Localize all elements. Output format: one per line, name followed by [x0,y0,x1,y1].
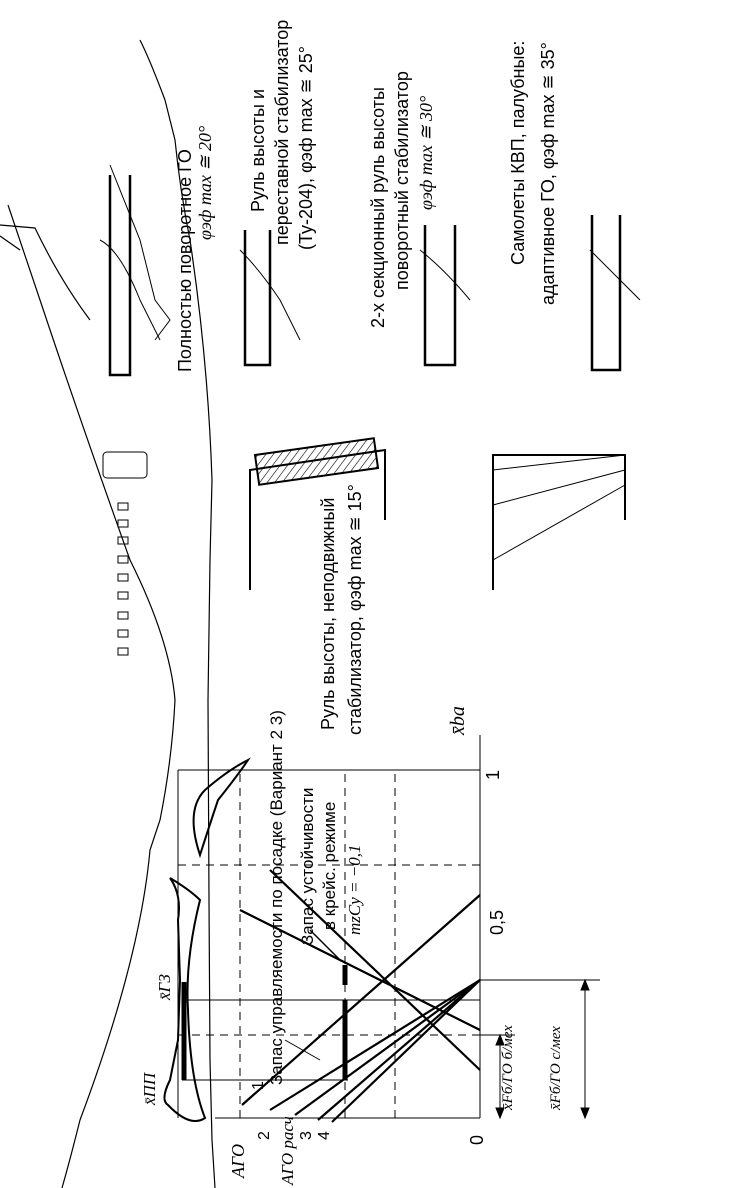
fixed-stabilizer-planform [249,437,386,590]
label-a-go: AГО [228,1144,248,1178]
label-2sec-2: поворотный стабилизатор [392,71,412,290]
label-x-gz: x̄ГЗ [155,974,174,1000]
tail-planforms [99,164,641,377]
chart-grid [177,735,481,1119]
label-fixed-2: стабилизатор, φэф max ≅ 15° [345,484,365,735]
line-label-4: 4 [316,1131,333,1140]
cruise-leader [309,929,341,961]
wing-profile [163,757,251,1122]
label-fixed-1: Руль высоты, неподвижный [318,497,338,730]
label-a-go-calc: AГО расч [278,1116,297,1185]
axis-label-x: x̄ba [447,706,469,735]
label-2sec-1: 2-х секционный руль высоты [368,87,388,328]
label-trim-1: Руль высоты и [248,88,268,212]
landing-leader [284,1039,321,1061]
label-cruise-2: в крейс. режиме [320,801,339,930]
label-x-pp: x̄ПП [140,1072,159,1105]
line-label-1: 1 [250,1081,267,1090]
label-2sec-phi: φэф max ≅ 30° [416,95,436,210]
fuselage-outline [0,39,216,1188]
label-trim-2: переставной стабилизатор [272,19,292,245]
tick-0: 0 [467,1134,487,1145]
line-label-3: 3 [298,1131,315,1140]
tick-1: 1 [483,769,503,780]
label-cruise-1: Запас устойчивости [298,787,317,945]
label-xf-mech: x̄Fб/ГО с/мех [548,1026,564,1110]
label-kvp-2: адаптивное ГО, φэф max ≅ 35° [538,42,558,305]
line-label-2: 2 [256,1131,273,1140]
stability-lines [239,869,481,1071]
label-full-rotating: Полностью поворотное ГО [175,149,195,372]
label-full-rotating-phi: φэф max ≅ 20° [195,125,215,240]
dimension-arrows [480,978,600,1120]
label-kvp-1: Самолеты КВП, палубные: [508,40,528,265]
label-landing-margin: Запас управляемости по посадке (Вариант … [267,710,286,1085]
control-lines [241,894,481,1123]
label-cruise-3: mzCy = −0,1 [345,844,364,935]
adaptive-planform [492,454,626,590]
tick-05: 0,5 [487,909,507,935]
label-trim-3: (Ту-204), φэф max ≅ 25° [296,46,316,250]
label-xf-no-mech: x̄Fб/ГО б/мех [500,1025,516,1110]
fuselage-windows [102,451,148,656]
